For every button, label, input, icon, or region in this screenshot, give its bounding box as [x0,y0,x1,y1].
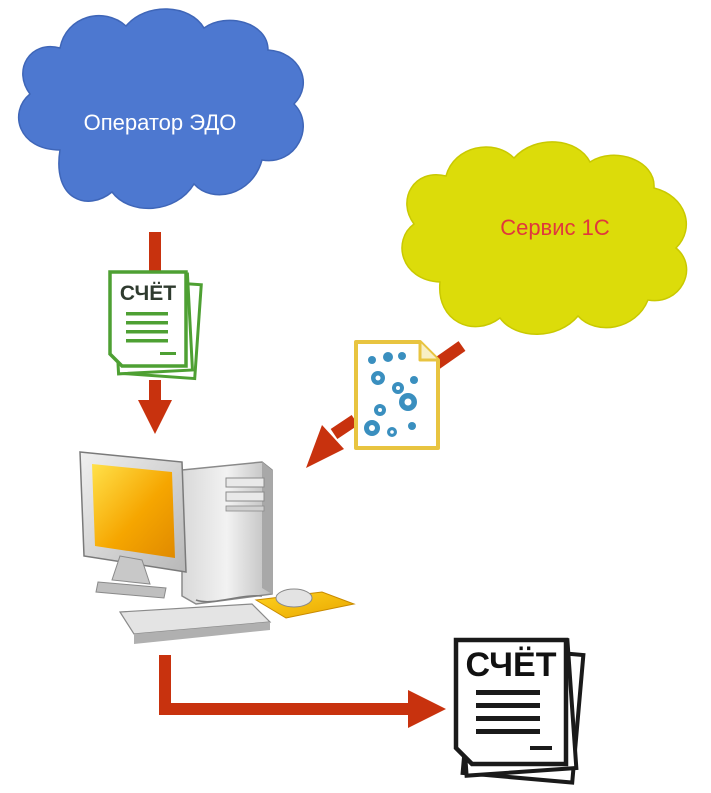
operator-cloud-shape [17,8,304,210]
green-invoice-document-icon: СЧЁТ [108,270,203,381]
gears-file-icon [354,340,440,450]
service-1c-cloud: Сервис 1С [401,141,688,335]
service-cloud-label: Сервис 1С [500,215,610,240]
desktop-computer-icon [79,451,356,644]
operator-edo-cloud: Оператор ЭДО [17,8,304,210]
green-invoice-title: СЧЁТ [120,282,176,305]
arrow-computer-to-invoice [159,655,446,728]
black-invoice-title: СЧЁТ [465,646,556,684]
arrow-operator-to-invoice [149,232,161,276]
arrow-invoice-to-computer [138,380,172,434]
operator-cloud-label: Оператор ЭДО [84,110,237,135]
black-invoice-document-icon: СЧЁТ [453,637,586,785]
mouse [275,588,313,608]
service-cloud-shape [401,141,688,335]
computer-screen [92,464,175,558]
